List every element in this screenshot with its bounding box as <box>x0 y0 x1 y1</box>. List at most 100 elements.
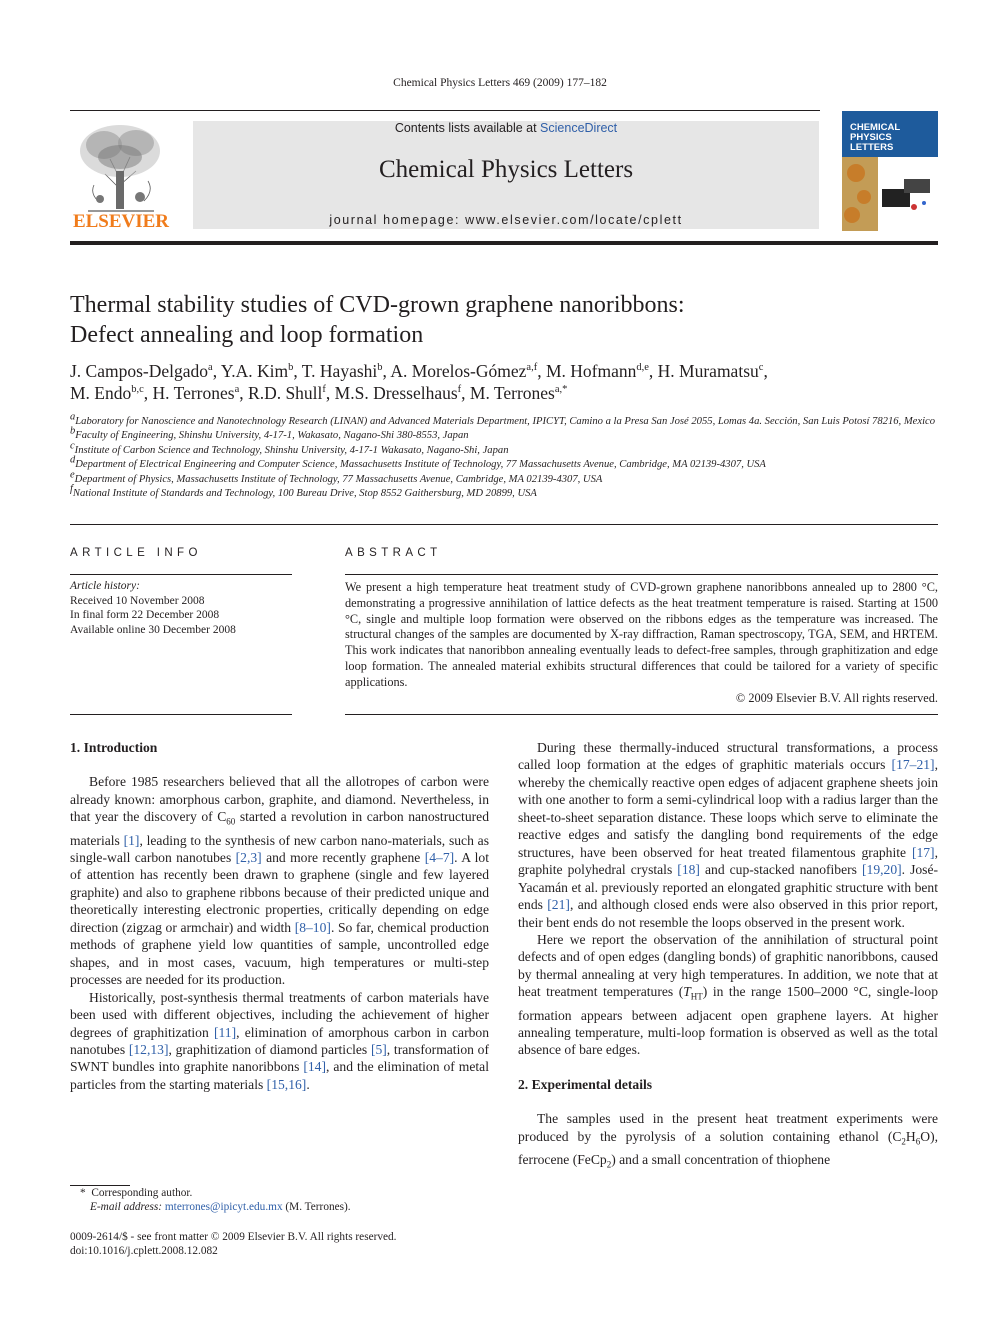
author-2-affil: b <box>288 362 294 374</box>
affiliation-text: Laboratory for Nanoscience and Nanotechn… <box>75 416 936 427</box>
abstract-heading: ABSTRACT <box>345 547 442 559</box>
elsevier-logo[interactable]: ELSEVIER <box>70 119 172 232</box>
subscript: 6 <box>915 1136 921 1147</box>
author-sep: , <box>382 361 391 381</box>
citation-link[interactable]: [15,16] <box>266 1076 307 1092</box>
abstract-bottom-rule <box>345 714 938 715</box>
email-label: E-mail address: <box>90 1201 165 1214</box>
affiliation-mark: a <box>70 411 76 423</box>
citation-link[interactable]: [5] <box>370 1041 387 1057</box>
author-5-affil: d,e <box>636 362 649 374</box>
author-sep: , <box>293 361 302 381</box>
citation-link[interactable]: [8–10] <box>294 919 331 935</box>
author-sep: , <box>239 383 249 403</box>
author-6-affil: c <box>758 362 764 374</box>
author-8[interactable]: H. Terrones <box>152 383 235 403</box>
affiliation-text: Faculty of Engineering, Shinshu Universi… <box>75 430 469 442</box>
author-9-affil: f <box>322 384 326 396</box>
affiliation-item: aLaboratory for Nanoscience and Nanotech… <box>70 412 938 429</box>
section-heading-introduction: 1. Introduction <box>70 740 158 755</box>
section-rule <box>70 524 938 525</box>
journal-reference: Chemical Physics Letters 469 (2009) 177–… <box>393 77 607 89</box>
contents-prefix: Contents lists available at <box>394 121 541 135</box>
cover-title: CHEMICAL PHYSICS LETTERS <box>850 122 901 153</box>
footnote: * Corresponding author. E-mail address: … <box>70 1186 489 1215</box>
paragraph: Historically, post-synthesis thermal tre… <box>70 989 490 1092</box>
citation-link[interactable]: [12,13] <box>128 1041 169 1057</box>
journal-cover[interactable]: CHEMICAL PHYSICS LETTERS <box>842 111 938 231</box>
author-9[interactable]: R.D. Shull <box>248 383 323 403</box>
author-sep: , <box>763 361 768 381</box>
paragraph: Before 1985 researchers believed that al… <box>70 774 490 988</box>
citation-link[interactable]: [1] <box>123 832 140 848</box>
citation-link[interactable]: [17] <box>911 844 935 860</box>
citation-link[interactable]: [18] <box>677 862 700 878</box>
journal-banner <box>193 121 819 229</box>
author-email-link[interactable]: mterrones@ipicyt.edu.mx <box>164 1201 283 1214</box>
affiliation-list: aLaboratory for Nanoscience and Nanotech… <box>70 412 938 501</box>
author-5[interactable]: M. Hofmann <box>545 361 637 381</box>
contents-line: Contents lists available at ScienceDirec… <box>193 121 819 135</box>
citation-link[interactable]: [2,3] <box>235 849 262 865</box>
abstract-rule <box>345 574 938 575</box>
title-line-2: Defect annealing and loop formation <box>70 322 424 348</box>
footnote-rule <box>70 1185 130 1186</box>
issn-line: 0009-2614/$ - see front matter © 2009 El… <box>70 1231 397 1243</box>
header-thick-rule <box>70 241 938 245</box>
affiliation-mark: b <box>70 425 76 437</box>
citation-link[interactable]: [4–7] <box>424 849 455 865</box>
abstract-copyright: © 2009 Elsevier B.V. All rights reserved… <box>735 691 938 705</box>
article-title: Thermal stability studies of CVD-grown g… <box>70 290 938 350</box>
citation-link[interactable]: [19,20] <box>862 862 902 878</box>
subscript: 2 <box>606 1159 612 1170</box>
sciencedirect-link[interactable]: ScienceDirect <box>540 121 618 135</box>
affiliation-mark: d <box>70 454 76 466</box>
author-list: J. Campos-Delgadoa, Y.A. Kimb, T. Hayash… <box>70 360 938 404</box>
doi-line[interactable]: doi:10.1016/j.cplett.2008.12.082 <box>70 1245 218 1258</box>
citation-link[interactable]: [14] <box>303 1059 327 1075</box>
author-8-affil: a <box>234 384 240 396</box>
body-column-left: 1. Introduction Before 1985 researchers … <box>70 739 489 1093</box>
author-sep: , <box>537 361 546 381</box>
abstract-text: We present a high temperature heat treat… <box>345 580 938 689</box>
affiliation-item: bFaculty of Engineering, Shinshu Univers… <box>70 425 938 443</box>
body-column-right: During these thermally-induced structura… <box>518 739 938 1174</box>
corresponding-author-label: Corresponding author. <box>91 1187 193 1199</box>
paragraph: During these thermally-induced structura… <box>518 740 939 930</box>
header-rule <box>70 110 820 111</box>
citation-link[interactable]: [11] <box>213 1024 237 1040</box>
elsevier-wordmark: ELSEVIER <box>73 211 169 231</box>
author-3[interactable]: T. Hayashi <box>301 361 378 381</box>
subscript: 2 <box>901 1136 906 1147</box>
subscript: 60 <box>226 817 236 828</box>
author-1[interactable]: J. Campos-Delgado <box>70 361 209 381</box>
author-4[interactable]: A. Morelos-Gómez <box>390 361 527 381</box>
author-sep: , <box>143 383 153 403</box>
article-info-bottom-rule <box>70 714 292 715</box>
bottom-info: 0009-2614/$ - see front matter © 2009 El… <box>70 1230 489 1259</box>
author-6[interactable]: H. Muramatsu <box>657 361 759 381</box>
article-info-heading: ARTICLE INFO <box>70 547 202 559</box>
author-sep: , <box>461 383 470 403</box>
affiliation-mark: c <box>70 440 75 452</box>
affiliation-mark: f <box>70 483 73 495</box>
author-2[interactable]: Y.A. Kim <box>220 361 289 381</box>
footnote-mark: * <box>80 1187 86 1199</box>
affiliation-item: dDepartment of Electrical Engineering an… <box>70 454 938 472</box>
author-11[interactable]: M. Terrones <box>469 383 555 403</box>
author-sep: , <box>325 383 335 403</box>
subscript: HT <box>690 992 703 1003</box>
author-7[interactable]: M. Endo <box>70 383 132 403</box>
history-label: Article history: <box>70 580 140 592</box>
author-11-affil: a,* <box>554 384 568 396</box>
journal-homepage[interactable]: journal homepage: www.elsevier.com/locat… <box>329 213 683 227</box>
affiliation-text: Department of Electrical Engineering and… <box>75 459 766 471</box>
citation-link[interactable]: [17–21] <box>891 757 935 773</box>
affiliation-text: Institute of Carbon Science and Technolo… <box>74 444 509 456</box>
cover-illustration-icon <box>842 157 938 231</box>
citation-link[interactable]: [21] <box>547 897 570 913</box>
history-final-form: In final form 22 December 2008 <box>70 609 220 622</box>
author-1-affil: a <box>208 362 213 374</box>
affiliation-item: cInstitute of Carbon Science and Technol… <box>70 441 938 458</box>
author-10[interactable]: M.S. Dresselhaus <box>334 383 458 403</box>
